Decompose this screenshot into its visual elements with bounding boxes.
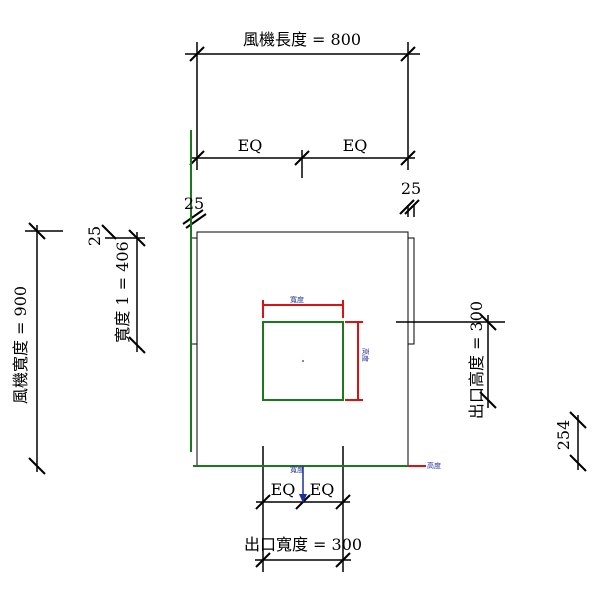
fan-body	[190, 130, 426, 503]
offset-right-top: 25	[401, 179, 421, 198]
fan-length-label: 風機長度 = 800	[243, 30, 361, 49]
ref-width-label: 寬度	[290, 465, 304, 474]
eq-bottom-right: EQ	[310, 480, 335, 499]
dimension-lines	[25, 42, 587, 572]
outlet-height-label: 出口高度 = 300	[467, 301, 486, 419]
offset-width1-label: 25	[85, 226, 104, 246]
eq-bottom-left: EQ	[271, 480, 296, 499]
fan-width-label: 風機寬度 = 900	[11, 286, 30, 404]
outlet[interactable]	[262, 300, 363, 401]
width1-label: 寬度 1 = 406	[113, 241, 132, 342]
eq-top-left: EQ	[238, 136, 263, 155]
inner-height-label: 高度	[361, 348, 370, 362]
offset-left-top: 25	[184, 194, 204, 213]
eq-top-right: EQ	[343, 136, 368, 155]
outlet-width-label: 出口寬度 = 300	[244, 535, 362, 554]
inner-width-label: 寬度	[290, 295, 304, 304]
ref-height-label: 高度	[427, 461, 441, 470]
right-offset-label: 254	[554, 420, 573, 451]
